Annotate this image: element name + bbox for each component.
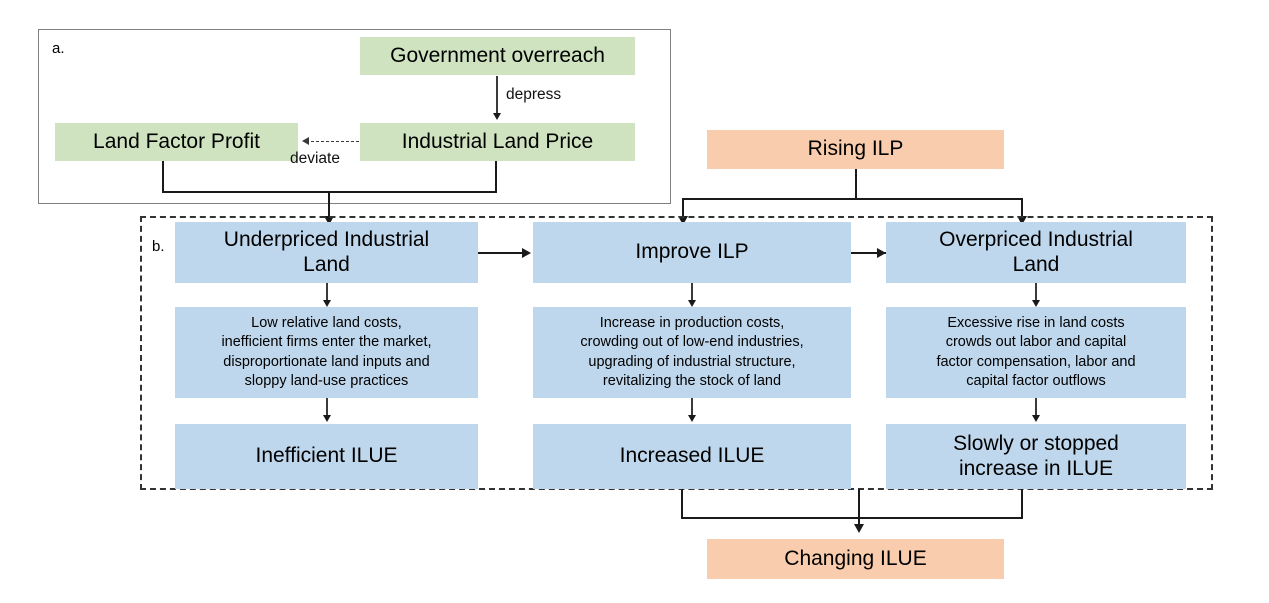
- node-slowly-or-stopped-increase-in-ilue[interactable]: Slowly or stopped increase in ILUE: [886, 424, 1186, 489]
- underpriced-detail-to-result-arrowhead: [323, 415, 331, 422]
- node-industrial-land-price[interactable]: Industrial Land Price: [360, 123, 635, 161]
- panel-a-label: a.: [52, 40, 65, 57]
- underpriced-to-detail-arrowhead: [323, 300, 331, 307]
- rising-ilp-split-bar: [682, 198, 1023, 200]
- panel-a-merge-right-stem: [495, 161, 497, 193]
- rising-ilp-branch-left: [682, 198, 684, 220]
- improve-detail-to-result-line: [691, 398, 693, 418]
- deviate-edge-arrowhead: [302, 137, 309, 145]
- node-changing-ilue[interactable]: Changing ILUE: [707, 539, 1004, 579]
- improve-detail-to-result-arrowhead: [688, 415, 696, 422]
- depress-edge-line: [496, 76, 498, 116]
- rising-ilp-branch-right: [1021, 198, 1023, 220]
- panel-a-merge-left-stem: [162, 161, 164, 193]
- panel-a-to-panel-b-arrowhead: [324, 216, 334, 225]
- panel-a-frame: [38, 29, 671, 204]
- underpriced-to-improve-arrowhead: [522, 248, 531, 258]
- node-inefficient-ilue[interactable]: Inefficient ILUE: [175, 424, 478, 489]
- deviate-edge-label: deviate: [290, 150, 340, 167]
- detail-overpriced: Excessive rise in land costs crowds out …: [886, 307, 1186, 398]
- detail-improve-ilp: Increase in production costs, crowding o…: [533, 307, 851, 398]
- converge-arrowhead: [854, 524, 864, 533]
- improve-to-detail-line: [691, 283, 693, 303]
- node-underpriced-industrial-land[interactable]: Underpriced Industrial Land: [175, 222, 478, 283]
- rising-ilp-branch-left-arrowhead: [678, 216, 688, 225]
- underpriced-to-improve-line: [478, 252, 524, 254]
- deviate-edge-line: [311, 141, 359, 142]
- detail-underpriced: Low relative land costs, inefficient fir…: [175, 307, 478, 398]
- converge-bar: [681, 517, 1023, 519]
- node-land-factor-profit[interactable]: Land Factor Profit: [55, 123, 298, 161]
- improve-to-overpriced-line: [851, 252, 895, 254]
- converge-left-stem: [681, 489, 683, 519]
- underpriced-detail-to-result-line: [326, 398, 328, 418]
- depress-edge-arrowhead: [493, 113, 501, 120]
- overpriced-to-detail-arrowhead: [1032, 300, 1040, 307]
- node-government-overreach[interactable]: Government overreach: [360, 37, 635, 75]
- depress-edge-label: depress: [506, 86, 562, 103]
- panel-a-to-panel-b-stem: [328, 191, 330, 220]
- underpriced-to-detail-line: [326, 283, 328, 303]
- panel-b-frame: [140, 216, 1213, 490]
- converge-center-stem: [858, 489, 860, 528]
- panel-b-label: b.: [152, 238, 165, 255]
- overpriced-detail-to-result-line: [1035, 398, 1037, 418]
- improve-to-overpriced-arrowhead: [877, 248, 886, 258]
- converge-right-stem: [1021, 489, 1023, 519]
- node-rising-ilp[interactable]: Rising ILP: [707, 130, 1004, 169]
- improve-to-detail-arrowhead: [688, 300, 696, 307]
- node-improve-ilp[interactable]: Improve ILP: [533, 222, 851, 283]
- overpriced-detail-to-result-arrowhead: [1032, 415, 1040, 422]
- overpriced-to-detail-line: [1035, 283, 1037, 303]
- rising-ilp-branch-right-arrowhead: [1017, 216, 1027, 225]
- rising-ilp-stem: [855, 169, 857, 200]
- node-overpriced-industrial-land[interactable]: Overpriced Industrial Land: [886, 222, 1186, 283]
- node-increased-ilue[interactable]: Increased ILUE: [533, 424, 851, 489]
